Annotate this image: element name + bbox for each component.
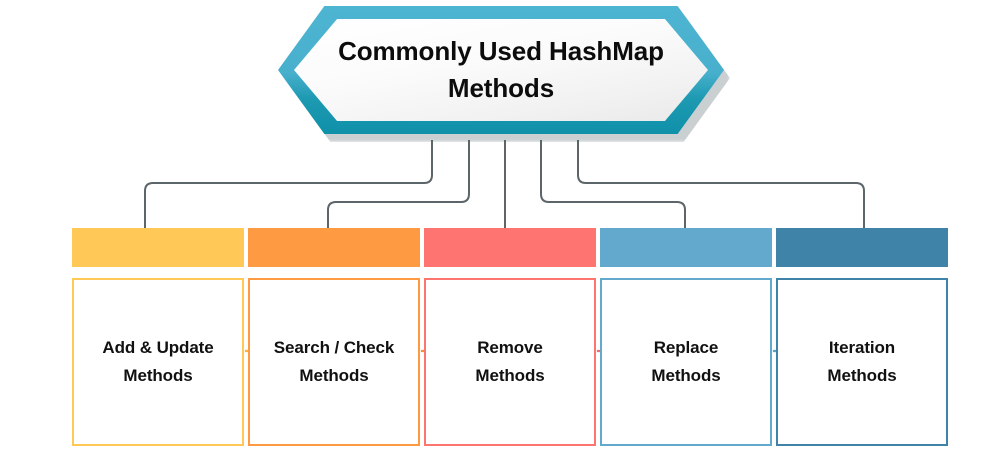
card-header-bar [424, 228, 596, 267]
card-remove-methods[interactable]: Remove Methods [424, 228, 596, 450]
method-category-cards: Add & Update Methods Search / Check Meth… [0, 228, 1007, 458]
card-label: Add & Update Methods [96, 334, 219, 389]
card-iteration-methods[interactable]: Iteration Methods [776, 228, 948, 450]
connector-path-1 [144, 140, 433, 231]
card-label: Iteration Methods [821, 334, 902, 389]
connector-path-4 [540, 140, 686, 231]
card-label-line-2: Methods [651, 366, 721, 385]
page-title-line-2: Methods [447, 73, 555, 103]
card-label-line-2: Methods [475, 366, 545, 385]
title-banner: Commonly Used HashMap Methods [278, 6, 735, 142]
card-body: Add & Update Methods [72, 278, 244, 446]
card-body: Replace Methods [600, 278, 772, 446]
page-title-line-1: Commonly Used HashMap [338, 36, 664, 67]
card-label: Replace Methods [645, 334, 726, 389]
page-title: Commonly Used HashMap Methods [304, 33, 698, 107]
card-label-line-1: Iteration [828, 338, 896, 358]
card-label-line-2: Methods [827, 366, 897, 385]
card-body: Remove Methods [424, 278, 596, 446]
title-banner-inner: Commonly Used HashMap Methods [294, 19, 708, 121]
card-label: Search / Check Methods [268, 334, 401, 389]
card-label-line-1: Replace [653, 338, 719, 358]
connector-path-2 [327, 140, 470, 231]
card-header-bar [72, 228, 244, 267]
card-add-update-methods[interactable]: Add & Update Methods [72, 228, 244, 450]
card-header-bar [248, 228, 420, 267]
card-replace-methods[interactable]: Replace Methods [600, 228, 772, 450]
card-body: Search / Check Methods [248, 278, 420, 446]
card-label-line-2: Methods [299, 366, 369, 385]
card-header-bar [776, 228, 948, 267]
card-search-check-methods[interactable]: Search / Check Methods [248, 228, 420, 450]
card-label-line-1: Add & Update [102, 338, 214, 358]
card-label-line-1: Remove [477, 338, 543, 358]
card-header-bar [600, 228, 772, 267]
card-body: Iteration Methods [776, 278, 948, 446]
card-label-line-1: Search / Check [273, 338, 395, 358]
connector-path-5 [577, 140, 865, 231]
card-label-line-2: Methods [123, 366, 193, 385]
card-label: Remove Methods [469, 334, 550, 389]
